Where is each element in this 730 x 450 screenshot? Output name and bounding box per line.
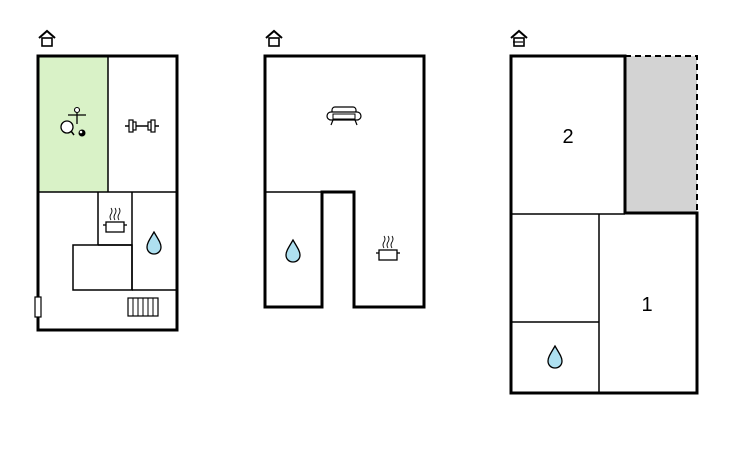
house-ground-level-icon [265,30,283,47]
water-drop-icon [146,231,162,255]
room-number-1: 1 [641,294,652,316]
unheated-area-dashed-border [625,55,698,213]
cooking-pot-icon [375,235,401,261]
dumbbell-icon [125,119,159,133]
table-tennis-icon [60,120,86,137]
floor-plan-1 [34,30,179,332]
room-activity-highlight [39,56,108,192]
water-drop-icon [285,239,301,263]
radiator-icon [127,297,159,317]
room-unheated-area [625,56,697,213]
floor-plan-3: 2 1 [509,30,699,395]
cooking-pot-icon [102,207,128,233]
floor-3-outline [509,54,699,395]
floor-1-interior-walls [38,56,177,291]
floor-3-interior-walls [511,213,625,393]
floor-plan-2 [263,30,426,309]
door-icon [34,296,42,318]
water-drop-icon [547,345,563,369]
floor-2-outline [263,54,426,309]
sofa-icon [326,106,362,126]
football-table-icon [68,106,86,124]
house-upper-level-icon [510,30,528,47]
house-basement-level-icon [38,30,56,47]
room-number-2: 2 [562,126,573,148]
